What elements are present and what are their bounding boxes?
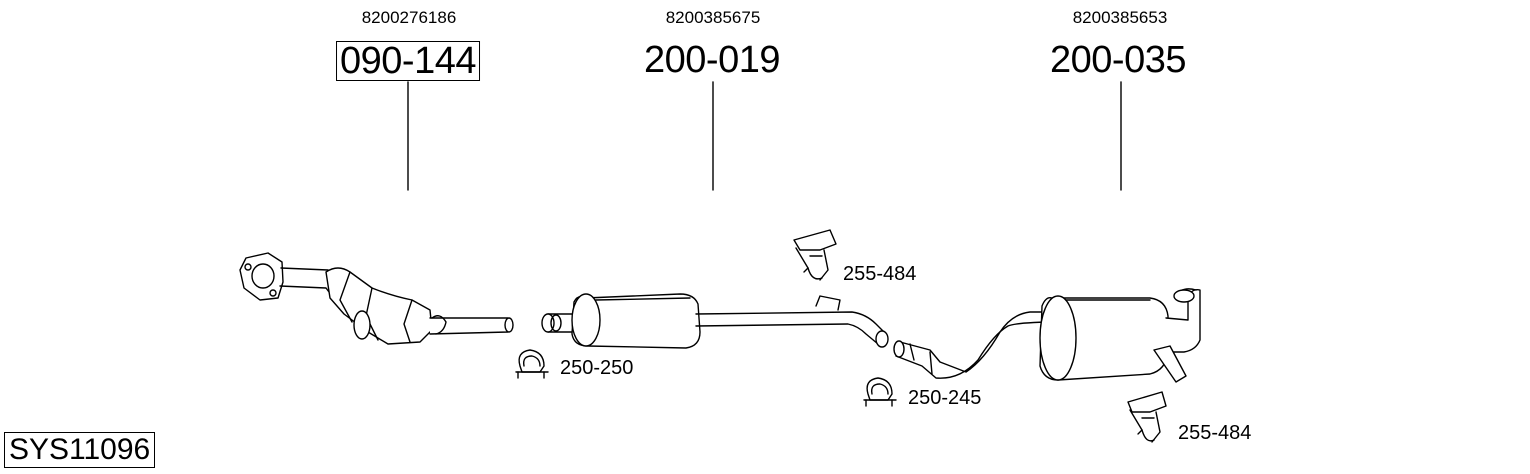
pipe-clamp-250-250-icon [515, 349, 549, 379]
rear-silencer-drawing [893, 288, 1201, 383]
oem-number-1: 8200276186 [361, 8, 457, 27]
catalytic-converter-pipe-drawing [239, 252, 514, 345]
part-number-rear-silencer[interactable]: 200-035 [1050, 39, 1186, 81]
pipe-clamp-250-245-icon [863, 377, 897, 407]
part-number-middle-silencer[interactable]: 200-019 [644, 39, 780, 81]
oem-number-2: 8200385675 [665, 8, 761, 27]
oem-number-3: 8200385653 [1072, 8, 1168, 27]
part-number-catalytic-converter[interactable]: 090-144 [336, 41, 480, 81]
part-number-clamp-250-245[interactable]: 250-245 [908, 387, 982, 409]
rubber-hanger-lower-icon [1127, 391, 1167, 443]
system-code-label: SYS11096 [4, 432, 156, 468]
middle-silencer-drawing [541, 293, 889, 349]
rubber-hanger-upper-icon [793, 229, 837, 281]
part-number-hanger-lower[interactable]: 255-484 [1178, 422, 1252, 444]
part-number-clamp-250-250[interactable]: 250-250 [560, 357, 634, 379]
part-number-hanger-upper[interactable]: 255-484 [843, 263, 917, 285]
